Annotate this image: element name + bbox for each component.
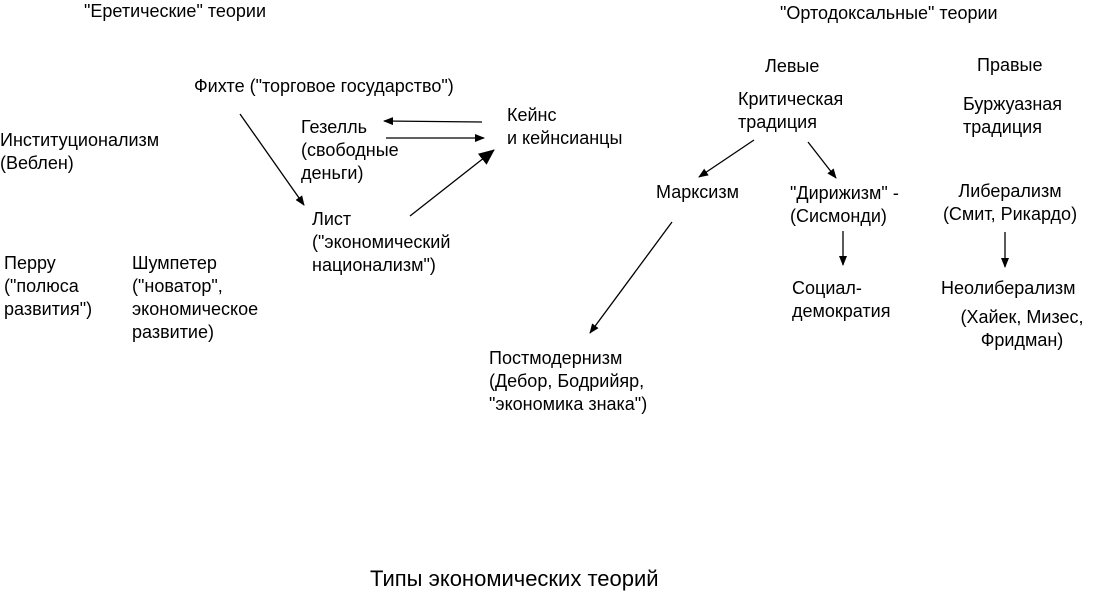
arrow-marxism-to-postmodernism xyxy=(589,221,673,334)
arrow-critical-to-marxism xyxy=(698,139,755,178)
arrow-fichte-to-list xyxy=(239,113,305,206)
right-column-header: Правые xyxy=(977,55,1043,75)
critical-tradition-node: Критическая традиция xyxy=(738,89,844,132)
heretic-theories-header: "Еретические" теории xyxy=(84,1,267,21)
bourgeois-tradition-node: Буржуазная традиция xyxy=(963,94,1063,137)
institutionalism-node: Институционализм (Веблен) xyxy=(0,130,160,173)
list-node: Лист ("экономический национализм") xyxy=(312,209,451,275)
arrow-list-to-keynes xyxy=(409,149,495,217)
liberalism-node: Либерализм (Смит, Рикардо) xyxy=(942,181,1078,224)
arrow-keynes-to-gesell xyxy=(383,117,483,126)
dirigisme-node: "Дирижизм" - (Сисмонди) xyxy=(790,183,899,226)
schumpeter-node: Шумпетер ("новатор", экономическое разви… xyxy=(132,253,259,342)
neoliberalism-names: (Хайек, Мизес, Фридман) xyxy=(960,307,1084,350)
perroux-node: Перру ("полюса развития") xyxy=(4,253,93,319)
left-column-header: Левые xyxy=(765,56,820,76)
diagram-caption: Типы экономических теорий xyxy=(370,566,659,591)
social-democracy-node: Социал- демократия xyxy=(792,278,891,321)
gesell-node: Гезелль (свободные деньги) xyxy=(301,117,399,183)
keynes-node: Кейнс и кейнсианцы xyxy=(507,105,623,148)
fichte-node: Фихте ("торговое государство") xyxy=(194,76,454,96)
neoliberalism-title: Неолиберализм xyxy=(941,278,1076,298)
marxism-node: Марксизм xyxy=(656,182,739,202)
arrow-critical-to-dirigisme xyxy=(807,141,837,179)
orthodox-theories-header: "Ортодоксальные" теории xyxy=(780,3,998,23)
postmodernism-node: Постмодернизм (Дебор, Бодрийяр, "экономи… xyxy=(489,348,648,414)
